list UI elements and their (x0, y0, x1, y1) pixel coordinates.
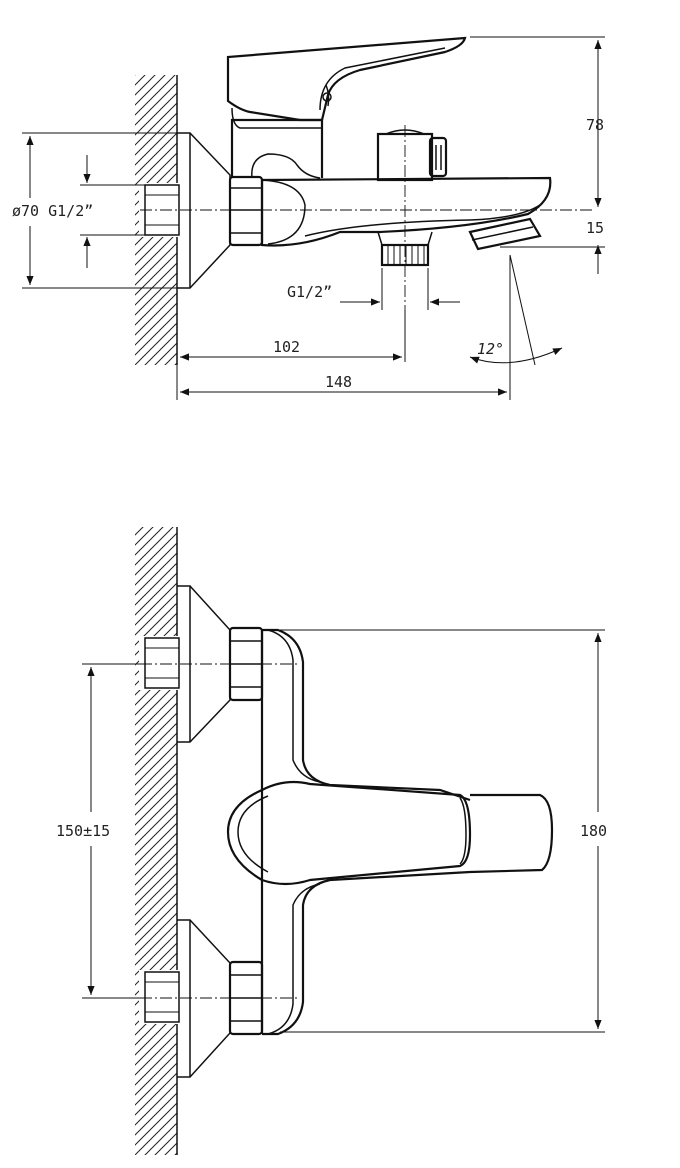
angle-label: 12° (477, 340, 504, 358)
height-spout-label: 15 (586, 219, 604, 237)
dim-inlet-diameter: ø70 G1/2” (12, 132, 177, 289)
faucet-body-side (251, 153, 552, 247)
dim-center-distance: 150±15 (56, 663, 140, 999)
inlet-diameter-label: ø70 G1/2” (12, 202, 93, 220)
flange-side (177, 132, 231, 289)
dim-depth-outlet: 102 (176, 310, 406, 400)
handle-side (226, 36, 467, 178)
depth-outlet-label: 102 (273, 338, 300, 356)
dim-depth-total: 148 (180, 255, 511, 400)
wall-side (135, 75, 180, 365)
dim-outlet-thread: G1/2” (287, 268, 460, 310)
wall-front (135, 527, 180, 1155)
handle-front (226, 780, 472, 886)
front-view: 150±15 180 (56, 527, 607, 1155)
dim-height-top: 78 (470, 36, 605, 207)
height-top-label: 78 (586, 116, 604, 134)
dim-total-width: 180 (280, 629, 607, 1033)
hex-nut-side (228, 175, 264, 247)
depth-total-label: 148 (325, 373, 352, 391)
aerator-side (468, 217, 542, 251)
diverter-side (376, 129, 448, 182)
faucet-body-front (260, 628, 554, 1036)
outlet-thread-label: G1/2” (287, 283, 332, 301)
total-width-label: 180 (580, 822, 607, 840)
dim-angle: 12° (469, 254, 563, 366)
center-distance-label: 150±15 (56, 822, 110, 840)
side-view: ø70 G1/2” 78 15 G1/2” 102 (12, 36, 605, 400)
flange-front-bottom (177, 919, 231, 1078)
dim-height-spout: 15 (500, 219, 605, 274)
